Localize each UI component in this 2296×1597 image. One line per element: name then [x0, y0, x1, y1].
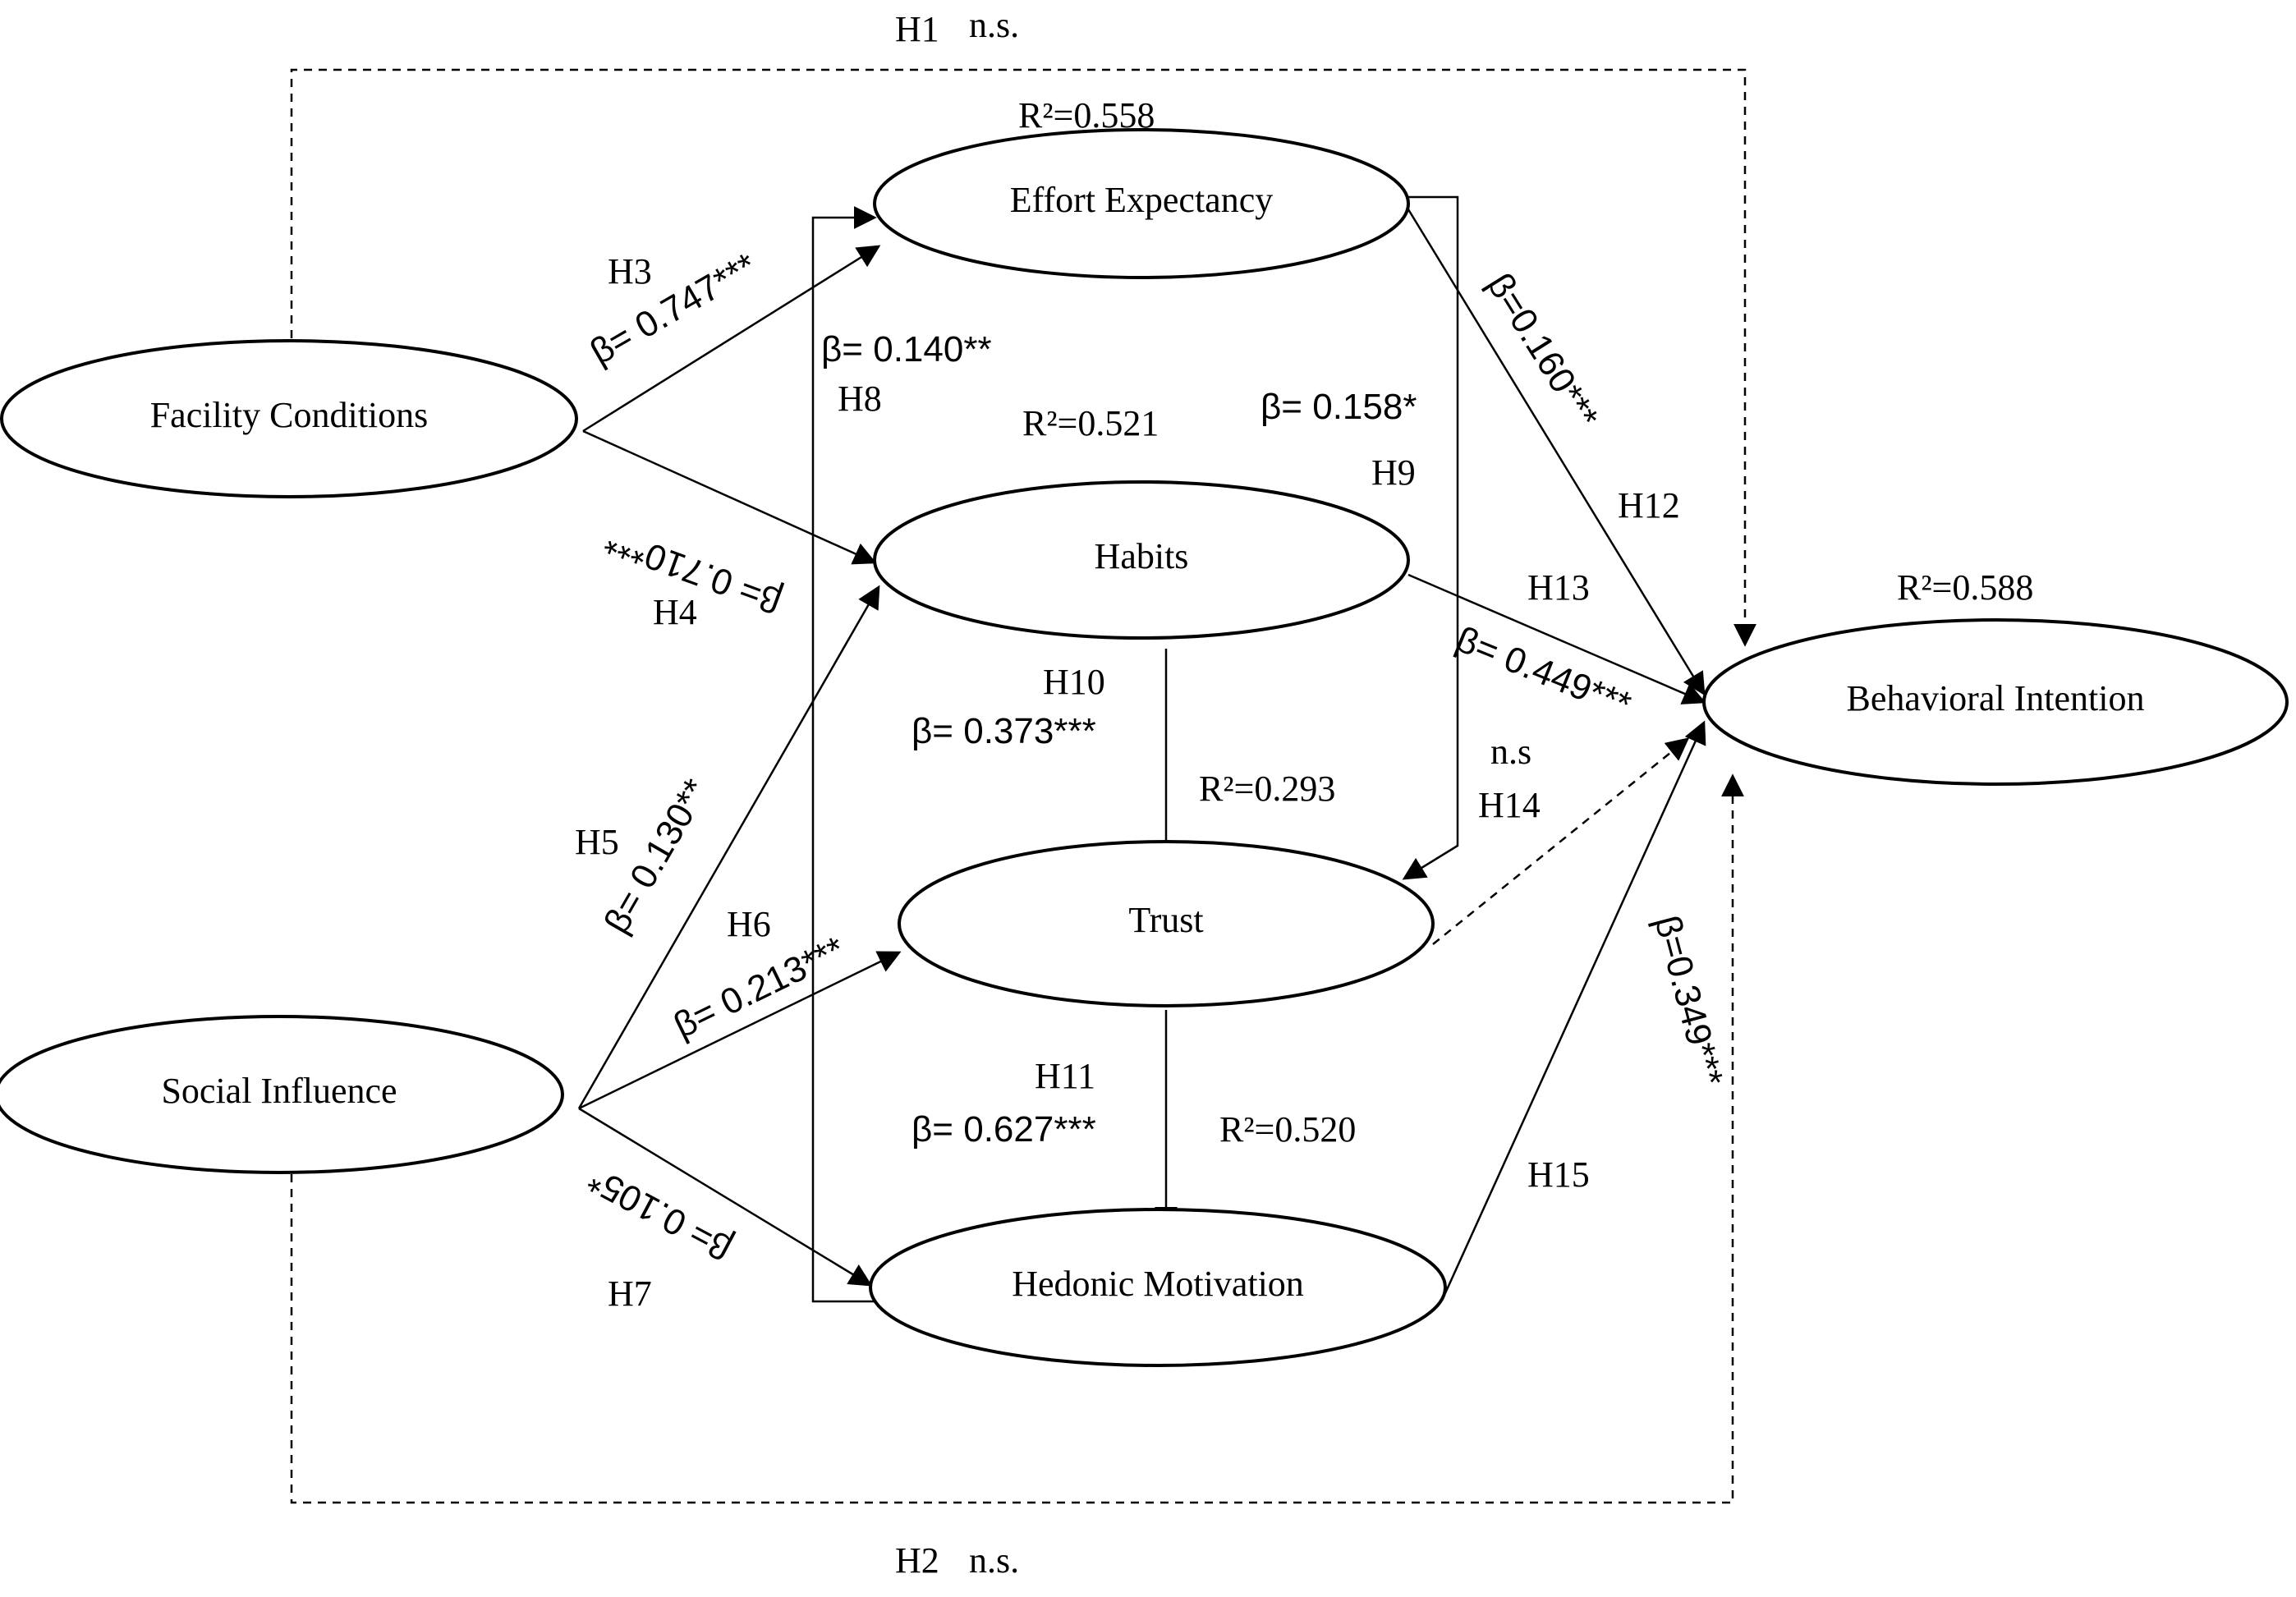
h5-id: H5	[575, 822, 619, 862]
path-h5	[577, 585, 880, 1109]
r2-hedonic-motivation: R²=0.520	[1219, 1109, 1356, 1150]
r2-behavioral-intention: R²=0.588	[1897, 567, 2033, 608]
effort-expectancy-label: Effort Expectancy	[1010, 180, 1273, 220]
r2-habits: R²=0.521	[1022, 403, 1159, 443]
h13-id: H13	[1527, 567, 1590, 608]
path-h7	[578, 1107, 873, 1287]
h10-beta: β= 0.373***	[912, 711, 1096, 751]
node-behavioral-intention: Behavioral Intention	[1702, 618, 2289, 786]
h10-id: H10	[1043, 662, 1105, 702]
path-h6	[578, 951, 902, 1110]
h12-id: H12	[1618, 485, 1680, 525]
path-h3	[582, 245, 881, 433]
r2-effort-expectancy: R²=0.558	[1018, 95, 1155, 135]
path-h1	[290, 68, 1756, 647]
h11-beta: β= 0.627***	[912, 1109, 1096, 1150]
h8-beta: β= 0.140**	[821, 329, 992, 369]
trust-label: Trust	[1128, 900, 1203, 940]
h15-beta: β=0.349***	[1646, 911, 1730, 1090]
h7-id: H7	[608, 1273, 652, 1314]
h14-id: H14	[1478, 785, 1541, 825]
h2-result: n.s.	[969, 1540, 1019, 1581]
h1-result: n.s.	[969, 5, 1019, 45]
r2-trust: R²=0.293	[1199, 769, 1335, 809]
h11-id: H11	[1035, 1056, 1095, 1096]
h7-beta: β= 0.105*	[582, 1159, 739, 1269]
h12-beta: β=0.160***	[1480, 266, 1606, 435]
h1-id: H1	[895, 9, 939, 49]
path-h2	[290, 773, 1744, 1504]
node-social-influence: Social Influence	[0, 1015, 564, 1174]
path-h15	[1444, 720, 1706, 1294]
h4-id: H4	[653, 592, 697, 632]
h15-id: H15	[1527, 1154, 1590, 1195]
node-hedonic-motivation: Hedonic Motivation	[869, 1208, 1447, 1367]
path-h8	[811, 206, 877, 1303]
path-h9	[1402, 195, 1459, 880]
social-influence-label: Social Influence	[161, 1071, 397, 1111]
h6-beta: β= 0.213***	[668, 929, 851, 1046]
habits-label: Habits	[1095, 536, 1189, 576]
facility-conditions-label: Facility Conditions	[150, 395, 429, 435]
h3-id: H3	[608, 251, 652, 291]
h14-result: n.s	[1490, 732, 1531, 772]
hedonic-motivation-label: Hedonic Motivation	[1012, 1264, 1304, 1304]
h6-id: H6	[727, 904, 771, 944]
h9-id: H9	[1371, 452, 1416, 493]
path-h13	[1407, 573, 1706, 704]
node-trust: Trust	[898, 840, 1435, 1007]
behavioral-intention-label: Behavioral Intention	[1847, 678, 2145, 718]
h2-id: H2	[895, 1540, 939, 1581]
node-effort-expectancy: Effort Expectancy	[873, 128, 1410, 279]
path-h4	[582, 429, 877, 565]
path-h14	[1432, 737, 1690, 945]
node-facility-conditions: Facility Conditions	[0, 339, 578, 498]
h9-beta: β= 0.158*	[1261, 387, 1417, 427]
path-h12	[1407, 209, 1706, 696]
h13-beta: β= 0.449***	[1450, 619, 1637, 726]
node-habits: Habits	[873, 480, 1410, 640]
h8-id: H8	[838, 379, 882, 419]
